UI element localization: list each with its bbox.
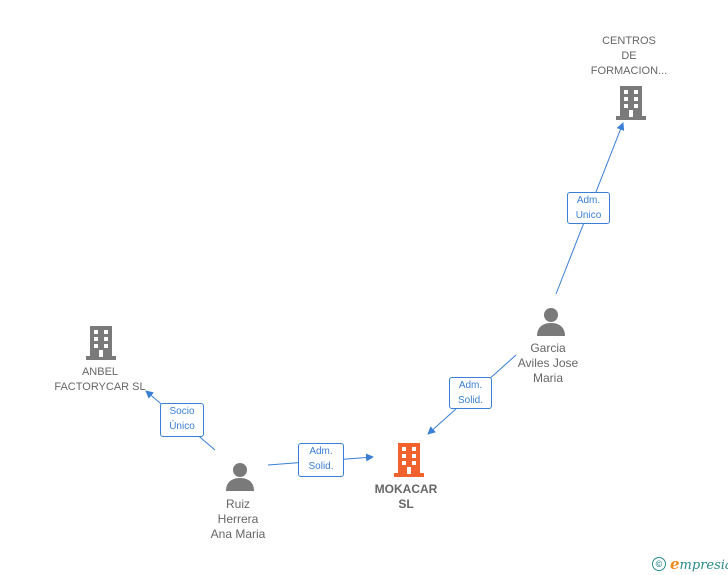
person-label-garcia[interactable]: Garcia Aviles Jose Maria <box>517 341 579 385</box>
person-icon <box>537 308 565 336</box>
edge-label-garcia-mokacar: Adm. Solid. <box>449 377 492 409</box>
person-icon <box>226 463 254 491</box>
copyright-icon: © <box>652 557 666 571</box>
building-icon <box>86 326 116 360</box>
building-icon <box>616 86 646 120</box>
person-label-ruiz[interactable]: Ruiz Herrera Ana Maria <box>210 497 266 541</box>
company-label-mokacar[interactable]: MOKACAR SL <box>374 482 438 511</box>
edge-label-garcia-centros: Adm. Unico <box>567 192 610 224</box>
brand-name: empresia <box>670 555 728 573</box>
brand-name-rest: mpresia <box>679 558 728 573</box>
company-label-anbel[interactable]: ANBEL FACTORYCAR SL <box>54 366 146 393</box>
brand-initial: e <box>670 555 680 573</box>
brand-footer: © empresia <box>652 554 728 574</box>
edge-label-ruiz-mokacar: Adm. Solid. <box>298 443 344 477</box>
building-icon <box>394 443 424 477</box>
company-label-centros[interactable]: CENTROS DE FORMACION... <box>590 35 668 77</box>
edge-label-ruiz-anbel: Socio Único <box>160 403 204 437</box>
